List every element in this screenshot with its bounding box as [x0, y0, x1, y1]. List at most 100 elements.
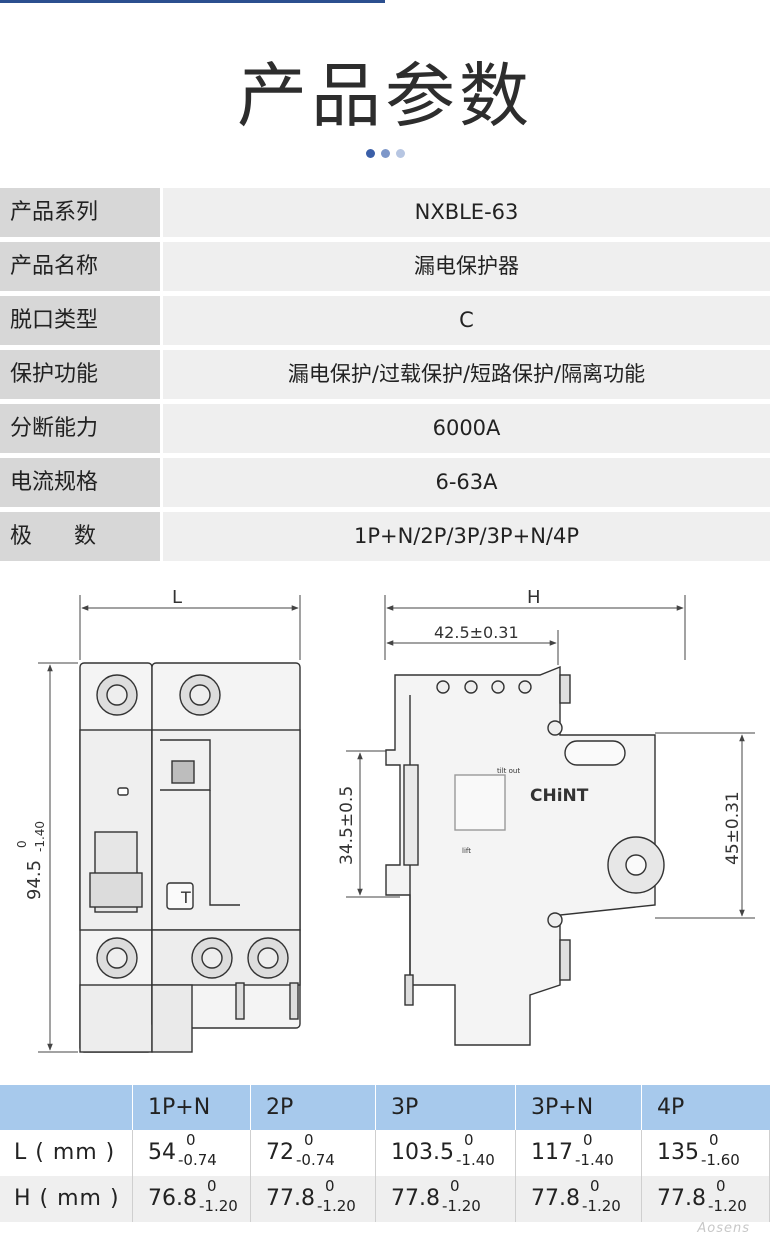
tol-lower: -0.74	[178, 1151, 217, 1169]
tol-lower: -1.20	[441, 1197, 481, 1215]
dim-cell: 77.8 0 -1.20	[251, 1176, 376, 1222]
dim-nominal: 72	[266, 1140, 294, 1165]
dim-cell: 135 0 -1.60	[642, 1130, 770, 1176]
dim-front: 45±0.31	[723, 791, 743, 865]
dim-nominal: 77.8	[531, 1186, 580, 1211]
spec-table: 产品系列 NXBLE-63 产品名称 漏电保护器 脱口类型 C 保护功能 漏电保…	[0, 188, 770, 566]
tilt-out-label: tilt out	[497, 767, 520, 775]
tol-upper: 0	[715, 1177, 726, 1195]
dim-cell: 77.8 0 -1.20	[376, 1176, 516, 1222]
dim-tolerance: 0 -1.20	[708, 1176, 756, 1216]
title-dots	[0, 143, 770, 158]
dim-nominal: 76.8	[148, 1186, 197, 1211]
spec-key: 保护功能	[0, 350, 160, 399]
tol-lower: -1.60	[701, 1151, 740, 1169]
dim-depth: 42.5±0.31	[434, 623, 519, 642]
dimension-drawing: L T 94.5 0 -1.40	[0, 565, 770, 1080]
dim-height-tol-up: 0	[15, 840, 29, 848]
dims-header-cell: 2P	[251, 1085, 376, 1130]
spec-value: NXBLE-63	[163, 188, 770, 237]
tol-upper: 0	[583, 1131, 593, 1149]
dim-rail: 34.5±0.5	[337, 786, 357, 865]
dim-height-tol-dn: -1.40	[33, 821, 47, 852]
dims-header-cell: 3P	[376, 1085, 516, 1130]
spec-row: 电流规格 6-63A	[0, 458, 770, 507]
spec-key: 产品名称	[0, 242, 160, 291]
front-view	[38, 595, 301, 1053]
dim-cell: 77.8 0 -1.20	[516, 1176, 642, 1222]
top-accent-line	[0, 0, 385, 3]
dot-3	[395, 149, 405, 158]
side-view	[346, 595, 755, 1046]
spec-key: 电流规格	[0, 458, 160, 507]
dim-tolerance: 0-0.74	[296, 1130, 344, 1170]
dim-height-value: 94.5	[24, 860, 45, 900]
watermark: Aosens	[697, 1221, 750, 1236]
spec-value: 6000A	[163, 404, 770, 453]
dim-nominal: 135	[657, 1140, 699, 1165]
tol-lower: -1.40	[575, 1151, 614, 1169]
dims-header-cell: 1P+N	[133, 1085, 251, 1130]
spec-row: 产品系列 NXBLE-63	[0, 188, 770, 237]
dim-tolerance: 0 -0.74	[178, 1130, 226, 1170]
spec-value: 漏电保护器	[163, 242, 770, 291]
dims-header-row: 1P+N 2P 3P 3P+N 4P	[0, 1085, 770, 1130]
dim-tolerance: 0-1.20	[199, 1176, 247, 1216]
row-label: H ( mm )	[0, 1176, 133, 1222]
tol-lower: -1.20	[198, 1197, 238, 1215]
dim-nominal: 77.8	[391, 1186, 440, 1211]
tol-lower: -1.20	[581, 1197, 621, 1215]
spec-row: 极 数 1P+N/2P/3P/3P+N/4P	[0, 512, 770, 561]
spec-value: 1P+N/2P/3P/3P+N/4P	[163, 512, 770, 561]
spec-value: 6-63A	[163, 458, 770, 507]
page-title: 产品参数	[237, 55, 533, 137]
spec-row: 脱口类型 C	[0, 296, 770, 345]
dot-2	[380, 149, 390, 158]
drawing-svg: L T 94.5 0 -1.40	[15, 587, 755, 1053]
tol-upper: 0	[589, 1177, 600, 1195]
tol-upper: 0	[324, 1177, 335, 1195]
spec-key: 分断能力	[0, 404, 160, 453]
tol-upper: 0	[709, 1131, 719, 1149]
tol-upper: 0	[304, 1131, 314, 1149]
brand-logo: CHiNT	[530, 786, 589, 806]
tol-lower: -1.20	[707, 1197, 747, 1215]
spec-key: 脱口类型	[0, 296, 160, 345]
dims-header-cell: 4P	[657, 1095, 685, 1120]
spec-key: 极 数	[0, 512, 160, 561]
lift-label: lift	[462, 847, 471, 855]
dim-tolerance: 0 -1.20	[317, 1176, 365, 1216]
spec-row: 产品名称 漏电保护器	[0, 242, 770, 291]
spec-value: C	[163, 296, 770, 345]
label-H: H	[527, 587, 541, 608]
dim-nominal: 77.8	[657, 1186, 706, 1211]
dim-height-label: 94.5 0 -1.40	[15, 821, 47, 900]
dim-tolerance: 0 -1.40	[456, 1130, 504, 1170]
spec-row: 保护功能 漏电保护/过载保护/短路保护/隔离功能	[0, 350, 770, 399]
dim-tolerance: 0 -1.20	[442, 1176, 490, 1216]
dim-tolerance: 0 -1.20	[582, 1176, 630, 1216]
dims-header-cell	[0, 1085, 133, 1130]
test-button-letter: T	[180, 888, 191, 907]
label-L: L	[172, 587, 182, 608]
dim-tolerance: 0 -1.60	[701, 1130, 749, 1170]
tol-upper: 0	[449, 1177, 460, 1195]
dim-nominal: 103.5	[391, 1140, 454, 1165]
spec-key: 产品系列	[0, 188, 160, 237]
tol-upper: 0	[463, 1131, 474, 1149]
spec-row: 分断能力 6000A	[0, 404, 770, 453]
dim-cell: 103.5 0 -1.40	[376, 1130, 516, 1176]
tol-upper: 0	[186, 1131, 196, 1149]
dim-tolerance: 0 -1.40	[575, 1130, 623, 1170]
tol-lower: -1.40	[455, 1151, 495, 1169]
dims-header-cell: 3P+N	[516, 1085, 642, 1130]
dim-nominal: 77.8	[266, 1186, 315, 1211]
tol-lower: -1.20	[316, 1197, 356, 1215]
dim-cell: 77.8 0 -1.20	[642, 1176, 770, 1222]
